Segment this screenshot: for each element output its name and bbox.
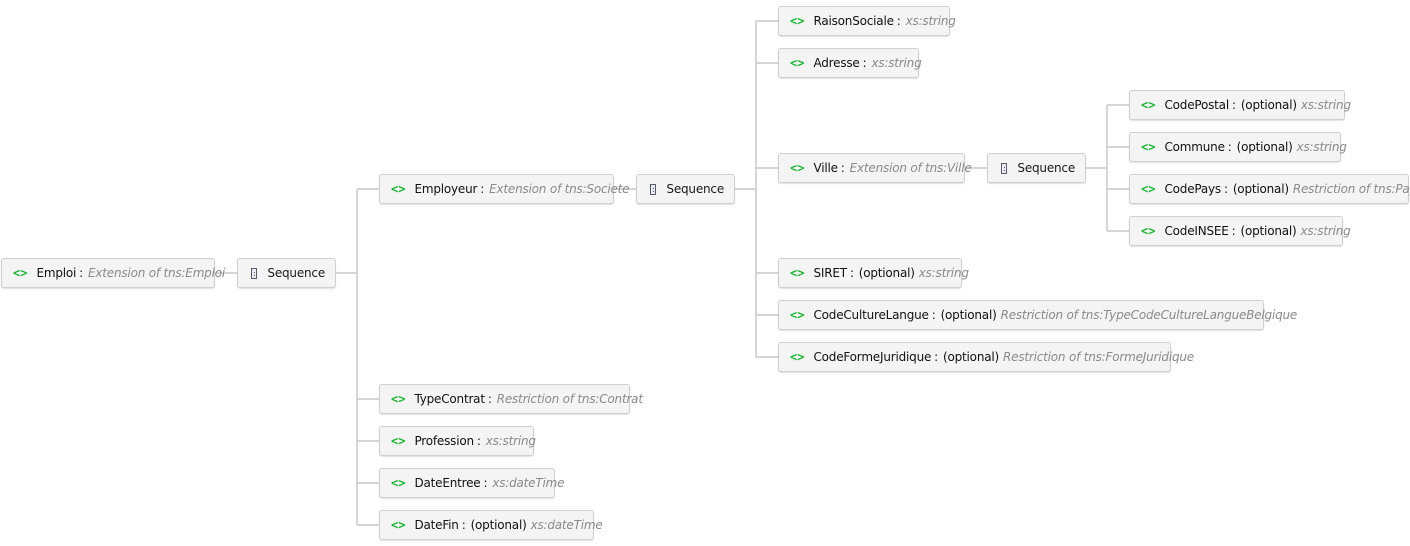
element-type: xs:string	[1300, 98, 1351, 112]
element-name: TypeContrat	[414, 392, 485, 406]
separator: :	[1227, 140, 1232, 154]
separator: :	[480, 182, 485, 196]
element-node-typecontrat[interactable]: <> TypeContrat : Restriction of tns:Cont…	[379, 384, 643, 414]
element-type: xs:string	[871, 56, 922, 70]
separator: :	[476, 434, 481, 448]
sequence-node-emploi[interactable]: Sequence	[237, 258, 336, 288]
element-icon: <>	[391, 182, 406, 196]
separator: :	[931, 308, 936, 322]
element-node-codeculturelangue[interactable]: <> CodeCultureLangue : (optional) Restri…	[778, 300, 1297, 330]
element-type: xs:string	[905, 14, 956, 28]
element-icon: <>	[790, 350, 805, 364]
element-type: xs:dateTime	[492, 476, 565, 490]
element-name: Adresse	[813, 56, 860, 70]
separator: :	[849, 266, 854, 280]
separator: :	[1223, 182, 1228, 196]
element-type: xs:dateTime	[530, 518, 603, 532]
optional-flag: (optional)	[943, 350, 999, 364]
element-node-profession[interactable]: <> Profession : xs:string	[379, 426, 536, 456]
optional-flag: (optional)	[1240, 224, 1297, 238]
element-node-codepostal[interactable]: <> CodePostal : (optional) xs:string	[1129, 90, 1351, 120]
element-icon: <>	[1141, 140, 1156, 154]
element-icon: <>	[391, 518, 406, 532]
element-node-dateentree[interactable]: <> DateEntree : xs:dateTime	[379, 468, 565, 498]
element-node-siret[interactable]: <> SIRET : (optional) xs:string	[778, 258, 969, 288]
element-icon: <>	[391, 434, 406, 448]
element-type: xs:string	[1296, 140, 1347, 154]
element-icon: <>	[1141, 98, 1156, 112]
element-node-ville[interactable]: <> Ville : Extension of tns:Ville	[778, 153, 972, 183]
element-type: Restriction of tns:Contrat	[496, 392, 643, 406]
sequence-icon	[1001, 162, 1008, 174]
separator: :	[461, 518, 466, 532]
sequence-icon	[650, 183, 657, 195]
element-name: CodeINSEE	[1164, 224, 1229, 238]
element-icon: <>	[391, 476, 406, 490]
element-node-commune[interactable]: <> Commune : (optional) xs:string	[1129, 132, 1347, 162]
optional-flag: (optional)	[470, 518, 527, 532]
element-type: Extension of tns:Emploi	[88, 266, 226, 280]
element-type: Restriction of tns:FormeJuridique	[1003, 350, 1194, 364]
separator: :	[487, 392, 492, 406]
element-node-datefin[interactable]: <> DateFin : (optional) xs:dateTime	[379, 510, 603, 540]
sequence-node-ville[interactable]: Sequence	[987, 153, 1086, 183]
element-icon: <>	[790, 308, 805, 322]
element-icon: <>	[1141, 224, 1156, 238]
element-name: CodePostal	[1164, 98, 1229, 112]
element-name: CodeCultureLangue	[813, 308, 929, 322]
element-node-adresse[interactable]: <> Adresse : xs:string	[778, 48, 922, 78]
element-name: DateFin	[414, 518, 459, 532]
element-name: CodeFormeJuridique	[813, 350, 932, 364]
element-node-codepays[interactable]: <> CodePays : (optional) Restriction of …	[1129, 174, 1410, 204]
element-node-codeformejuridique[interactable]: <> CodeFormeJuridique : (optional) Restr…	[778, 342, 1194, 372]
element-name: SIRET	[813, 266, 847, 280]
sequence-label: Sequence	[267, 266, 325, 280]
optional-flag: (optional)	[858, 266, 915, 280]
element-name: Employeur	[414, 182, 478, 196]
optional-flag: (optional)	[1240, 98, 1297, 112]
element-icon: <>	[391, 392, 406, 406]
element-name: Ville	[813, 161, 838, 175]
element-type: Extension of tns:Ville	[849, 161, 972, 175]
sequence-icon	[251, 267, 258, 279]
separator: :	[1231, 224, 1236, 238]
element-icon: <>	[790, 56, 805, 70]
separator: :	[79, 266, 83, 280]
separator: :	[483, 476, 488, 490]
sequence-label: Sequence	[666, 182, 724, 196]
element-type: xs:string	[485, 434, 536, 448]
element-name: Profession	[414, 434, 474, 448]
separator: :	[934, 350, 938, 364]
sequence-label: Sequence	[1017, 161, 1075, 175]
element-node-raisonsociale[interactable]: <> RaisonSociale : xs:string	[778, 6, 956, 36]
element-name: CodePays	[1164, 182, 1221, 196]
separator: :	[840, 161, 845, 175]
element-node-codeinsee[interactable]: <> CodeINSEE : (optional) xs:string	[1129, 216, 1351, 246]
separator: :	[896, 14, 901, 28]
separator: :	[1231, 98, 1236, 112]
element-node-employeur[interactable]: <> Employeur : Extension of tns:Societe	[379, 174, 630, 204]
element-name: Commune	[1164, 140, 1225, 154]
element-icon: <>	[790, 14, 805, 28]
element-type: Restriction of tns:TypeCodeCultureLangue…	[1000, 308, 1298, 322]
element-name: DateEntree	[414, 476, 481, 490]
element-name: Emploi	[36, 266, 77, 280]
sequence-node-employeur[interactable]: Sequence	[636, 174, 735, 204]
element-type: Restriction of tns:Pays	[1292, 182, 1410, 196]
element-type: xs:string	[918, 266, 969, 280]
element-type: xs:string	[1300, 224, 1351, 238]
optional-flag: (optional)	[1232, 182, 1289, 196]
element-type: Extension of tns:Societe	[489, 182, 630, 196]
element-icon: <>	[1141, 182, 1156, 196]
optional-flag: (optional)	[1236, 140, 1293, 154]
element-icon: <>	[790, 161, 805, 175]
element-node-emploi[interactable]: <> Emploi : Extension of tns:Emploi	[1, 258, 225, 288]
optional-flag: (optional)	[940, 308, 997, 322]
element-icon: <>	[790, 266, 805, 280]
element-name: RaisonSociale	[813, 14, 894, 28]
separator: :	[862, 56, 867, 70]
element-icon: <>	[13, 266, 28, 280]
